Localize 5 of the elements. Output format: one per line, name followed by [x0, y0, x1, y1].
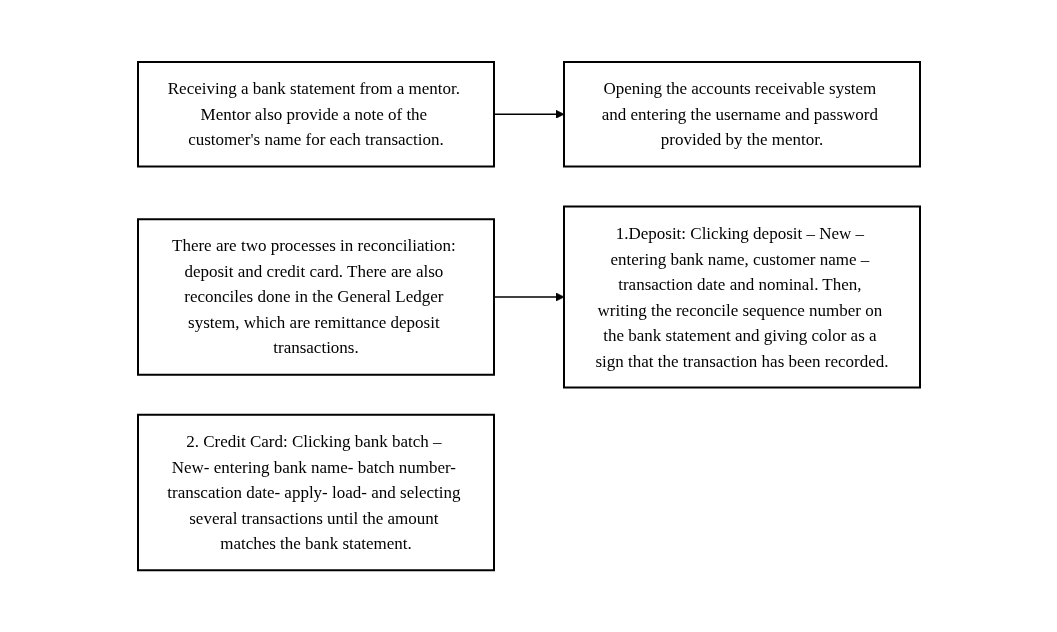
node-box: There are two processes in reconciliation: deposit and credit card. There are also reconciles done in the General Ledger system, which are remittance deposit transactions.: [136, 218, 495, 376]
node-box: 2. Credit Card: Clicking bank batch – New- entering bank name- batch number- transcation date- apply- load- and selecting several transactions until the amount matches the bank statement.: [136, 413, 495, 572]
node-box: 1.Deposit: Clicking deposit – New – entering bank name, customer name – transaction date and nominal. Then, writing the reconcile sequence number on the bank statement and giving color as a sign that the transaction has been recorded.: [562, 205, 921, 389]
node-box: Receiving a bank statement from a mentor. Mentor also provide a note of the customer's name for each transaction.: [136, 60, 495, 168]
node-box: Opening the accounts receivable system and entering the username and password provided by the mentor.: [562, 60, 921, 168]
